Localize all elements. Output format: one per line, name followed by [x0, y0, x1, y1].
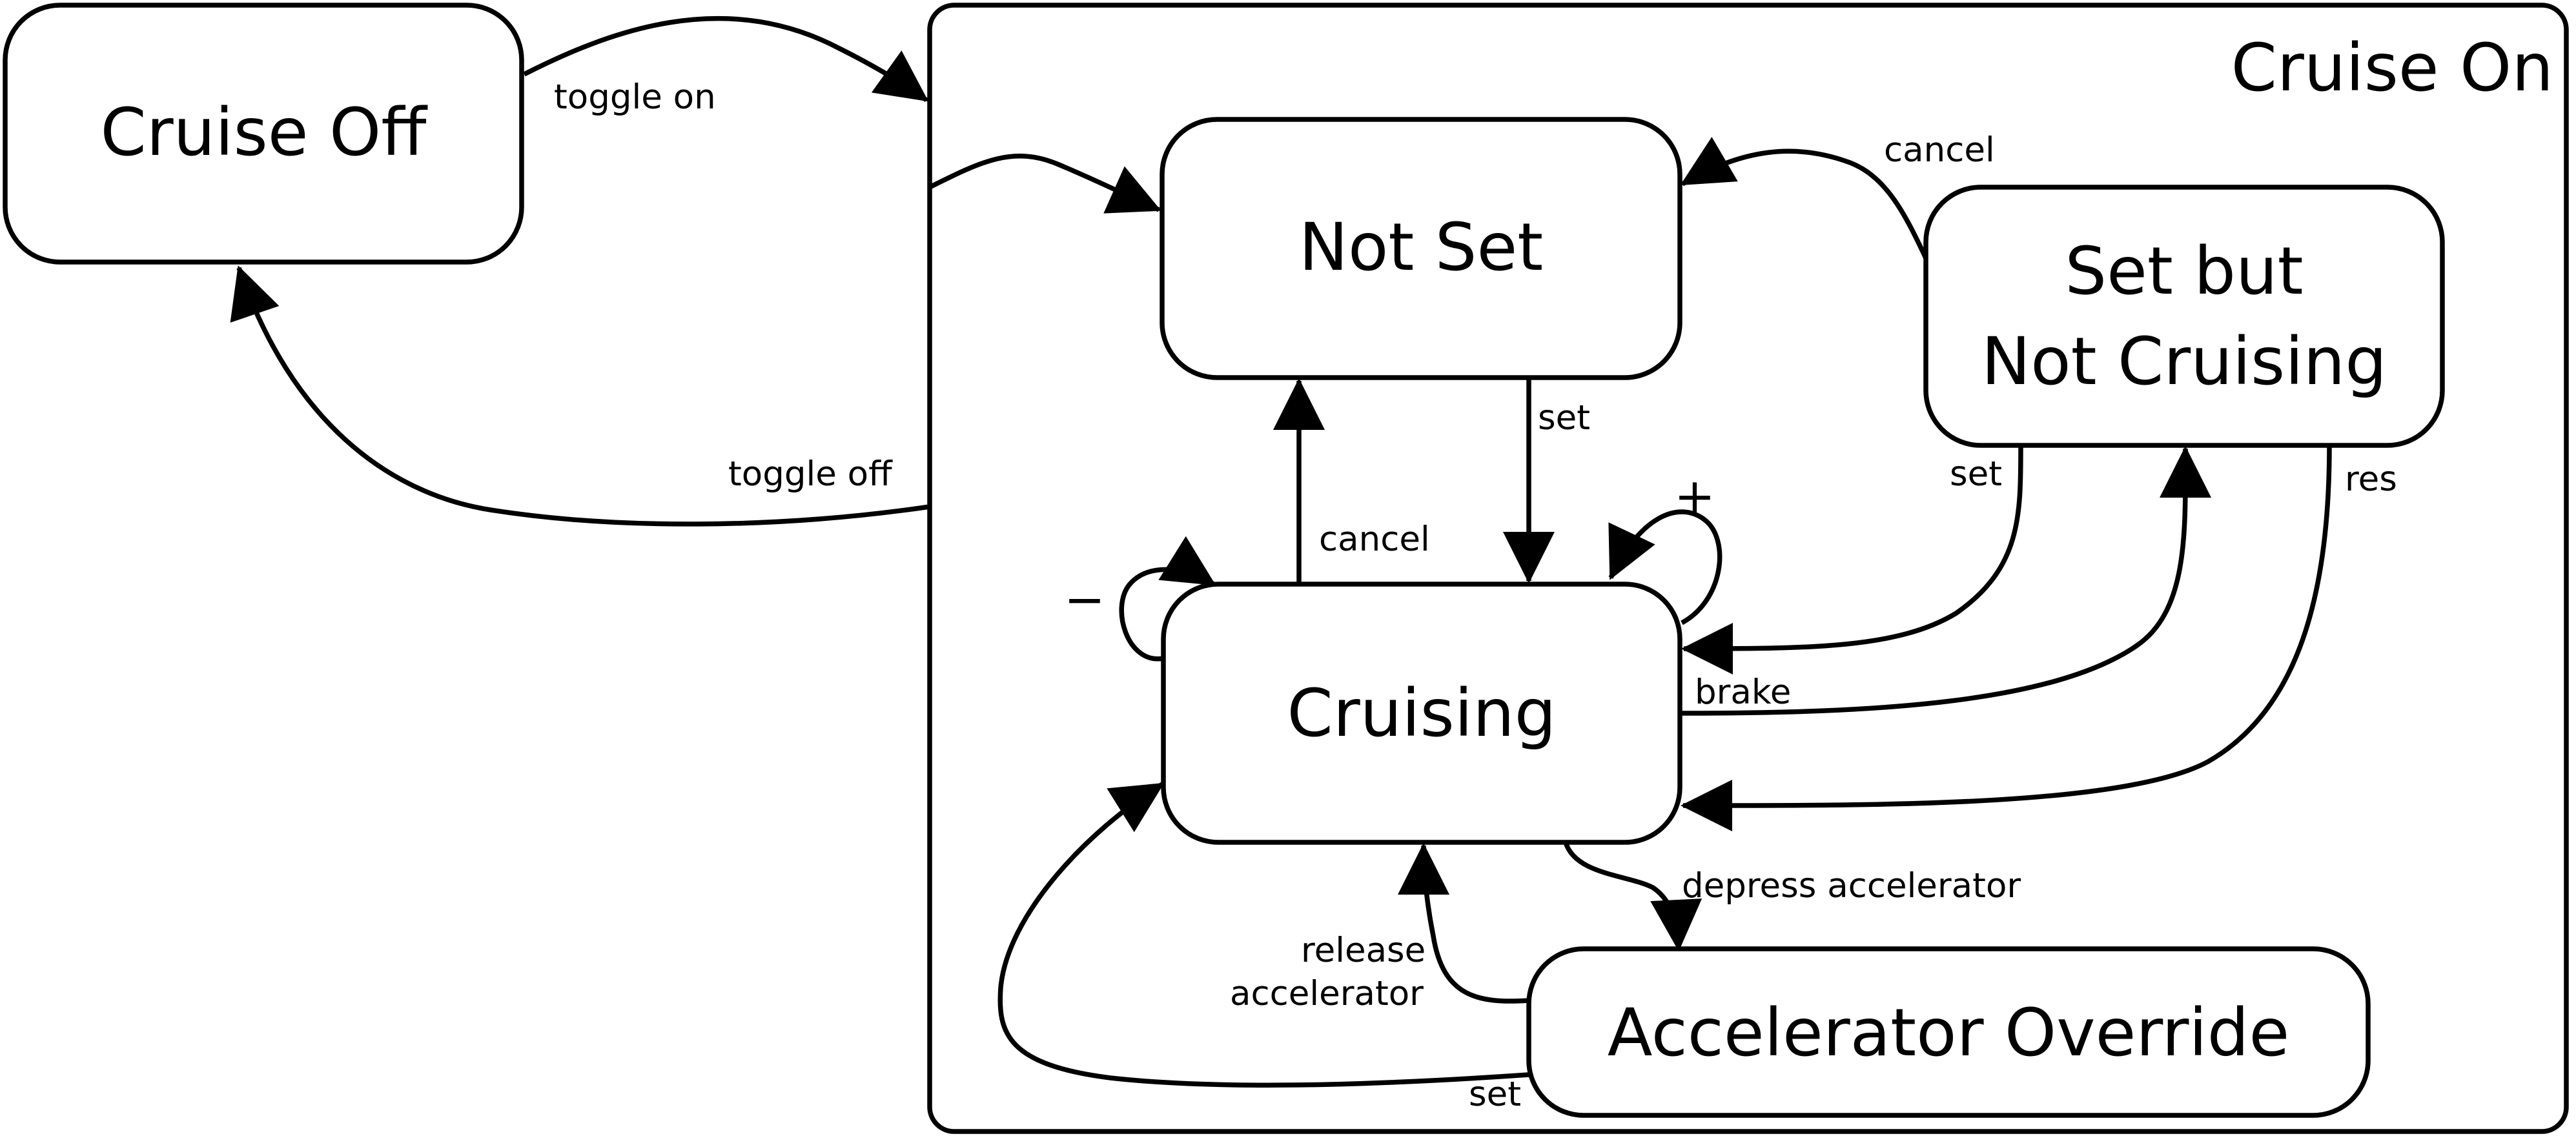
label-minus: −	[1064, 571, 1105, 628]
state-cruising: Cruising	[1161, 582, 1682, 845]
edge-release-accelerator	[1398, 843, 1529, 1004]
edge-set-right	[1681, 445, 2023, 674]
label-cancel-top: cancel	[1884, 130, 1995, 170]
cruise-on-container	[927, 3, 2569, 1134]
label-depress-accelerator: depress accelerator	[1682, 866, 2021, 906]
label-release-accelerator-1: release	[1301, 931, 1426, 970]
cruise-on-label: Cruise On	[2231, 30, 2553, 107]
label-plus: +	[1674, 467, 1715, 525]
edge-self-loop-plus	[1608, 509, 1722, 625]
state-not-set-label: Not Set	[1299, 209, 1544, 286]
state-accelerator-override-label: Accelerator Override	[1608, 995, 2290, 1071]
label-res: res	[2345, 460, 2397, 499]
label-set-down: set	[1538, 398, 1590, 438]
state-cruise-off: Cruise Off	[3, 3, 524, 265]
label-set-bottom: set	[1469, 1075, 1521, 1114]
edge-depress-accelerator	[1563, 841, 1702, 951]
state-set-not-cruising: Set but Not Cruising	[1923, 185, 2445, 448]
edge-toggle-off	[230, 265, 930, 527]
label-toggle-on: toggle on	[554, 77, 716, 117]
edge-self-loop-minus	[1119, 536, 1216, 662]
state-cruising-label: Cruising	[1287, 675, 1556, 752]
label-set-right: set	[1950, 454, 2002, 494]
label-cancel-up: cancel	[1319, 520, 1430, 559]
label-brake: brake	[1695, 673, 1791, 712]
label-release-accelerator-2: accelerator	[1230, 974, 1424, 1013]
edge-entry-not-set	[928, 154, 1161, 214]
edge-set-bottom	[997, 782, 1529, 1088]
state-set-not-cruising-label-2: Not Cruising	[1981, 323, 2387, 400]
state-cruise-off-label: Cruise Off	[100, 94, 428, 171]
edge-cancel-top	[1680, 137, 1928, 259]
state-accelerator-override: Accelerator Override	[1526, 946, 2371, 1118]
edge-res	[1681, 445, 2332, 832]
edge-toggle-on	[523, 15, 929, 103]
state-set-not-cruising-label-1: Set but	[2065, 233, 2303, 310]
state-not-set: Not Set	[1160, 117, 1682, 380]
label-toggle-off: toggle off	[728, 454, 893, 494]
edge-brake	[1681, 446, 2212, 716]
